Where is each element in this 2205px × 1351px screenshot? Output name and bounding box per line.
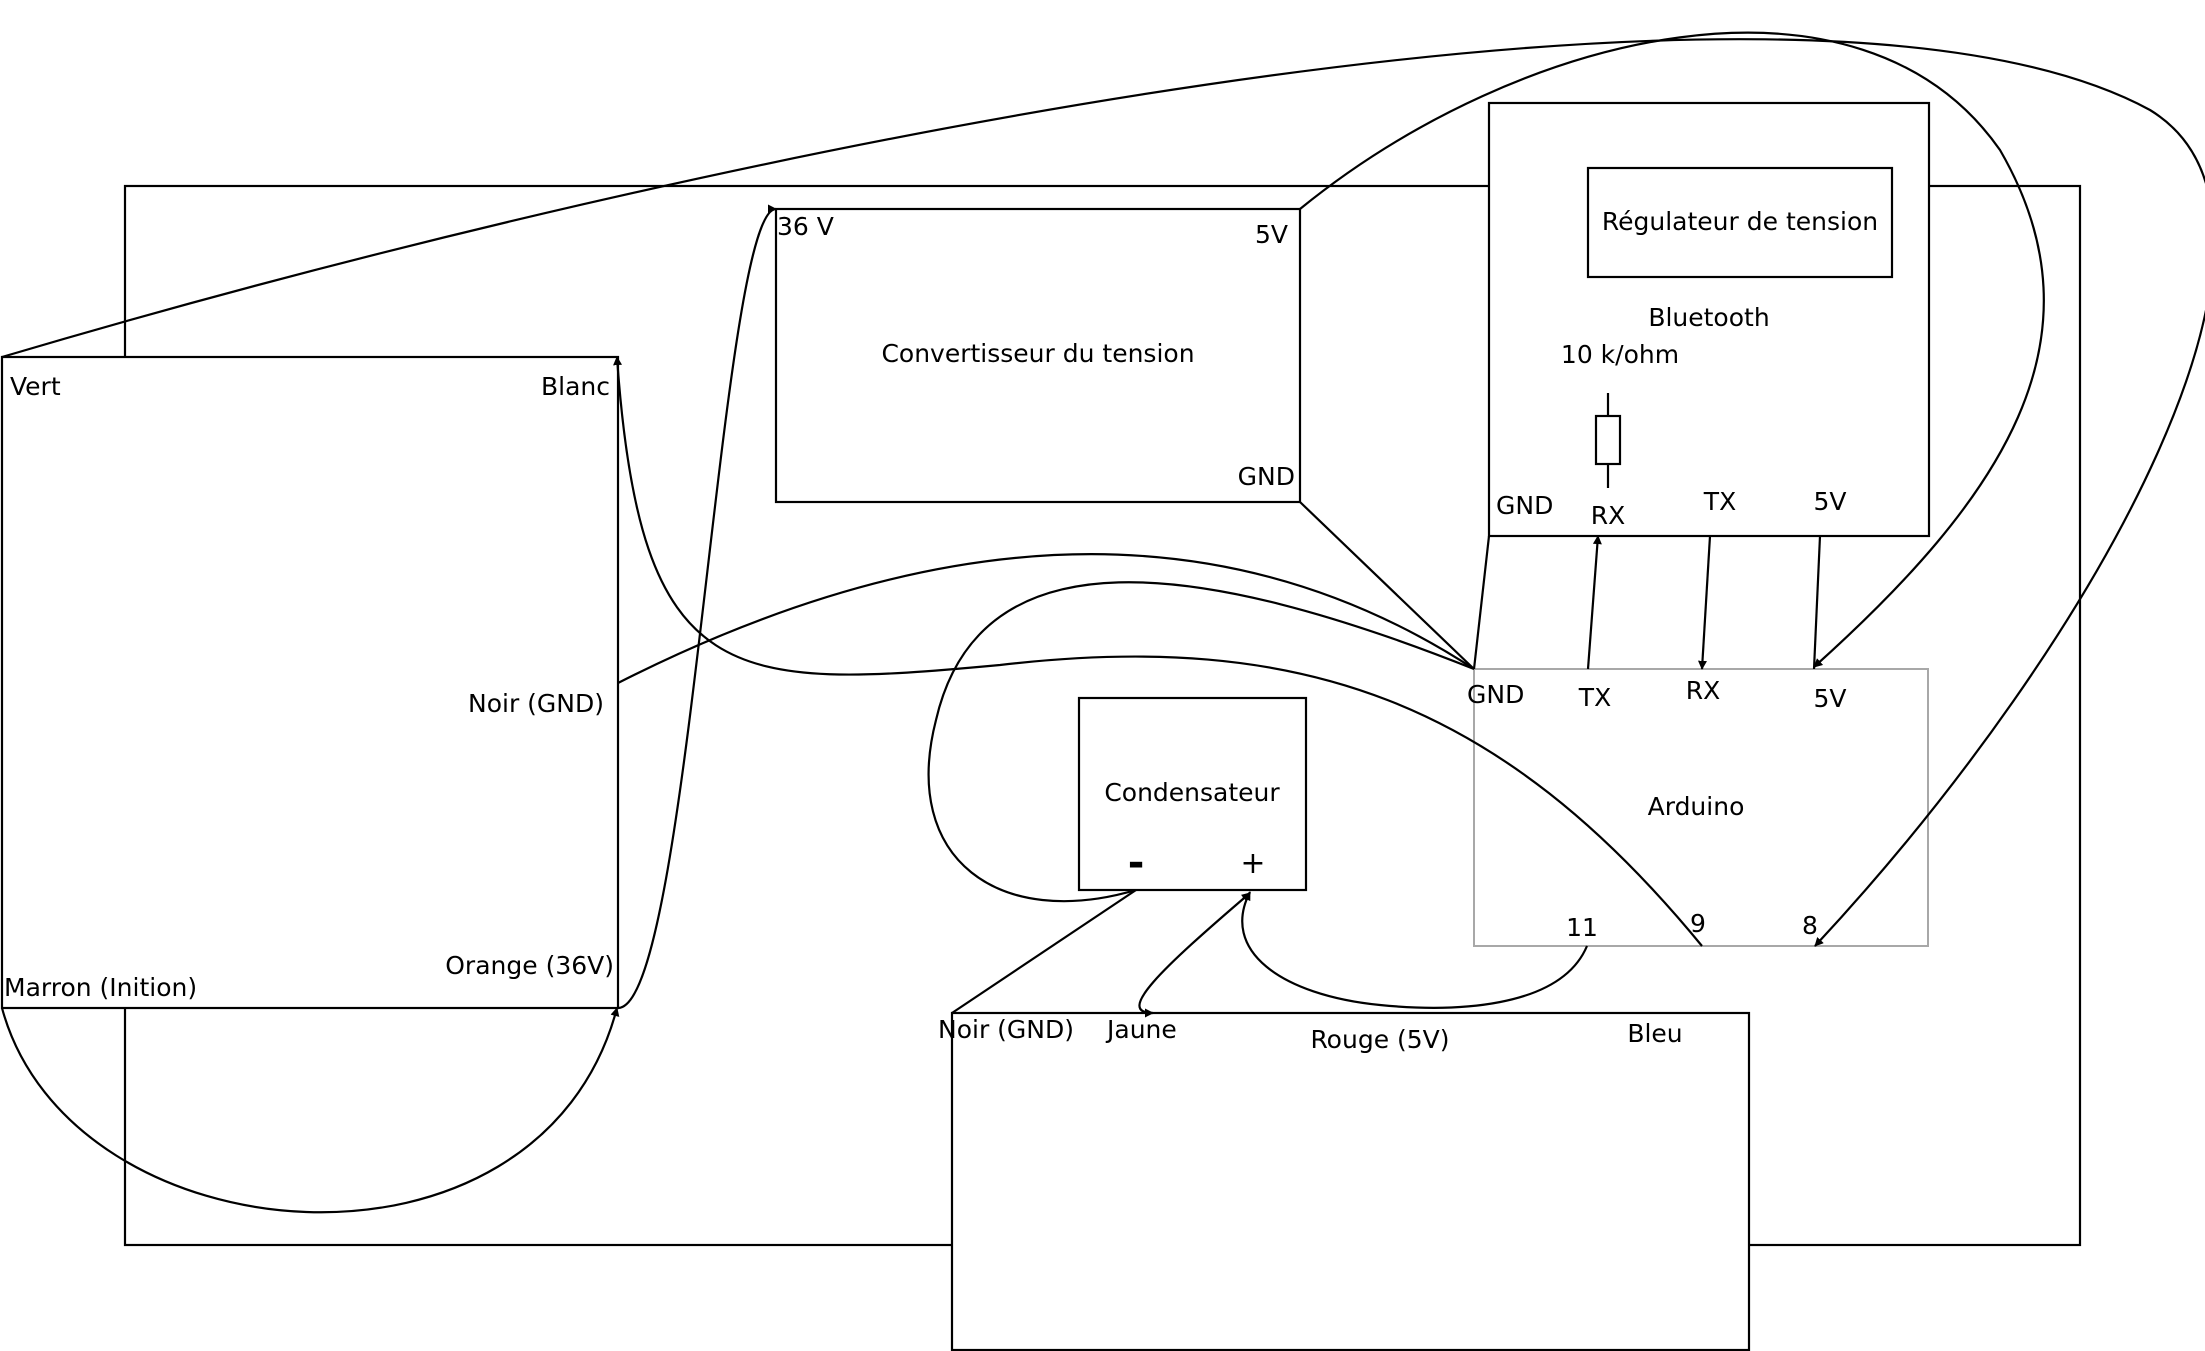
- bluetooth-tx: TX: [1703, 487, 1736, 516]
- wire-pin-11-to-capacitor-plus: [1241, 891, 1589, 1009]
- arduino-pin-11: 11: [1566, 913, 1598, 942]
- arduino-pin-9: 9: [1690, 909, 1706, 938]
- connector-block: Noir (GND) Jaune Rouge (5V) Bleu: [938, 1011, 1751, 1351]
- wire-converter-gnd-to-arduino-gnd: [1299, 501, 1475, 670]
- capacitor-title: Condensateur: [1104, 778, 1280, 807]
- connector-jaune: Jaune: [1105, 1015, 1177, 1044]
- resistor-value-label: 10 k/ohm: [1561, 340, 1679, 369]
- battery-box: [0, 355, 620, 1010]
- connector-bleu: Bleu: [1627, 1019, 1682, 1048]
- capacitor-box: [1077, 696, 1308, 892]
- wire-orange-to-converter-36v: [617, 204, 777, 1010]
- converter-title: Convertisseur du tension: [881, 339, 1194, 368]
- converter-box: [774, 207, 1302, 504]
- bluetooth-gnd: GND: [1496, 491, 1553, 520]
- wire-label-blanc: Blanc: [541, 372, 610, 401]
- arduino-block: Arduino GND TX RX 5V 11 9 8: [1467, 668, 1929, 947]
- bluetooth-block: Régulateur de tension Bluetooth 10 k/ohm…: [1487, 101, 1931, 538]
- wire-label-noir-gnd: Noir (GND): [468, 689, 604, 718]
- wire-pin-9-to-blanc: [613, 356, 1703, 947]
- wire-capacitor-minus-to-connector-noir: [951, 889, 1137, 1014]
- capacitor-minus: -: [1128, 840, 1145, 886]
- wire-jaune-to-capacitor-plus: [1138, 892, 1251, 1018]
- converter-gnd: GND: [1238, 462, 1295, 491]
- wire-label-vert: Vert: [10, 372, 61, 401]
- wire-bluetooth-tx-to-arduino-rx: [1697, 535, 1712, 670]
- arduino-tx: TX: [1578, 683, 1611, 712]
- voltage-regulator-label: Régulateur de tension: [1602, 207, 1878, 236]
- capacitor-block: Condensateur - +: [1077, 696, 1308, 892]
- connector-rouge-5v: Rouge (5V): [1310, 1025, 1449, 1054]
- arduino-5v: 5V: [1813, 684, 1846, 713]
- bluetooth-title: Bluetooth: [1648, 303, 1769, 332]
- converter-input-36v: 36 V: [777, 212, 834, 241]
- wire-bluetooth-5v-to-arduino-5v: [1812, 535, 1822, 670]
- battery-block: Vert Blanc Noir (GND) Orange (36V) Marro…: [0, 355, 620, 1010]
- voltage-regulator-box: [1586, 166, 1894, 279]
- arduino-gnd: GND: [1467, 680, 1524, 709]
- wire-vert-to-pin-8: [1, 38, 2205, 947]
- connector-box: [950, 1011, 1751, 1351]
- wire-label-marron-inition: Marron (Inition): [4, 973, 197, 1002]
- bluetooth-rx: RX: [1591, 501, 1626, 530]
- capacitor-plus: +: [1240, 846, 1265, 881]
- voltage-converter-block: Convertisseur du tension 36 V 5V GND: [774, 207, 1302, 504]
- resistor-symbol: [1594, 393, 1622, 488]
- wire-label-orange-36v: Orange (36V): [445, 951, 614, 980]
- wire-noir-to-arduino-gnd: [617, 552, 1475, 684]
- converter-output-5v: 5V: [1255, 220, 1288, 249]
- wire-converter-5v-to-arduino-5v: [1299, 31, 2045, 668]
- wire-bluetooth-gnd-to-arduino-gnd: [1472, 535, 1491, 670]
- connector-noir-gnd: Noir (GND): [938, 1015, 1074, 1044]
- arduino-rx: RX: [1686, 676, 1721, 705]
- arduino-title: Arduino: [1648, 792, 1745, 821]
- bluetooth-box: [1487, 101, 1931, 538]
- bluetooth-5v: 5V: [1813, 487, 1846, 516]
- wire-marron-to-orange: [0, 1007, 620, 1214]
- arduino-pin-8: 8: [1802, 911, 1818, 940]
- wire-capacitor-minus-to-arduino-gnd: [927, 581, 1475, 903]
- wire-arduino-tx-to-bluetooth-rx: [1586, 535, 1602, 670]
- wires: [0, 31, 2205, 1214]
